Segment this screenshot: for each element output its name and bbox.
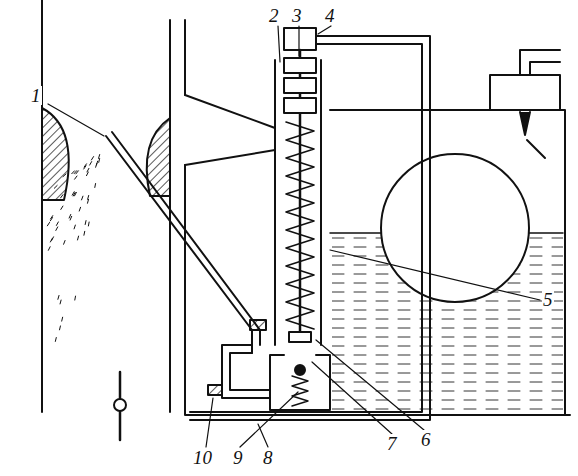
spray-drop — [88, 195, 89, 199]
needle — [520, 112, 530, 135]
spray-drop — [74, 171, 77, 174]
spray-drop — [94, 184, 96, 188]
spray-drop — [85, 221, 87, 225]
spray-drop — [51, 216, 53, 219]
air-channel — [185, 95, 275, 165]
callout-number: 2 — [268, 6, 280, 25]
fuel-inlet — [520, 50, 560, 75]
float-chamber-wall — [330, 110, 565, 415]
spray-drop — [99, 155, 100, 159]
needle-valve-body — [490, 75, 560, 110]
spray-drop — [56, 227, 58, 231]
spray-drop — [72, 192, 74, 195]
float-arm — [527, 140, 545, 158]
spray-drop — [88, 222, 90, 226]
spray-drop — [63, 174, 66, 177]
callout-number: 6 — [420, 430, 432, 449]
pump-well — [270, 355, 330, 410]
spray-drop — [60, 300, 61, 304]
spray-drop — [56, 222, 58, 225]
callout-number: 10 — [192, 448, 213, 467]
nozzle-tube — [106, 132, 260, 353]
spray-drop — [69, 214, 71, 218]
callout-number: 8 — [262, 448, 274, 467]
spray-drop — [55, 338, 57, 342]
piston-ring — [284, 78, 316, 93]
spray-drop — [47, 222, 49, 225]
spray-drop — [58, 295, 59, 299]
spray-drop — [54, 185, 57, 188]
venturi-wall — [169, 20, 171, 412]
spray-drop — [61, 317, 63, 321]
spray-drop — [82, 196, 83, 200]
spray-drop — [61, 206, 63, 209]
spray-drop — [84, 166, 86, 169]
callout-number: 3 — [291, 6, 303, 25]
spray-drop — [83, 231, 85, 235]
spray-drop — [74, 225, 75, 229]
chamber-wall — [185, 20, 570, 415]
spray-drop — [59, 326, 61, 330]
callout-number: 9 — [232, 448, 244, 467]
spray-drop — [48, 247, 50, 251]
throttle-shaft — [114, 399, 126, 411]
spray-drop — [61, 195, 63, 198]
spring-coil — [286, 122, 314, 329]
spray-drop — [87, 168, 89, 172]
spray-drop — [73, 192, 75, 196]
piston-ring — [284, 58, 316, 73]
piston — [289, 332, 311, 342]
pump-cylinder — [275, 60, 321, 345]
spray-drop — [90, 162, 92, 165]
spray-drop — [96, 161, 97, 165]
spray-drop — [70, 216, 72, 220]
spray-drop — [88, 199, 89, 203]
callout-number: 4 — [324, 6, 336, 25]
pump-top-fitting — [284, 28, 316, 50]
piston-ring — [284, 98, 316, 113]
check-valve-spring — [292, 376, 308, 406]
leader-lines — [48, 26, 540, 447]
spray-drop — [91, 157, 93, 160]
callout-number: 7 — [386, 434, 398, 453]
callout-number: 1 — [30, 86, 42, 105]
discharge-valve — [208, 385, 222, 395]
discharge-channel — [222, 345, 270, 398]
fuel-spray — [47, 155, 99, 342]
check-ball — [295, 365, 305, 375]
spray-drop — [78, 236, 79, 240]
venturi-wall — [41, 0, 43, 412]
pump-spring — [286, 122, 314, 329]
spray-drop — [87, 172, 89, 176]
drive-rod — [190, 36, 430, 420]
spray-drop — [52, 237, 54, 241]
spray-drop — [75, 176, 77, 179]
spray-drop — [79, 207, 80, 211]
spray-drop — [64, 240, 65, 244]
diffuser-left — [42, 108, 69, 200]
spray-drop — [74, 296, 76, 300]
spring-coil — [292, 376, 308, 406]
callout-number: 5 — [542, 290, 554, 309]
spray-drop — [98, 158, 100, 162]
